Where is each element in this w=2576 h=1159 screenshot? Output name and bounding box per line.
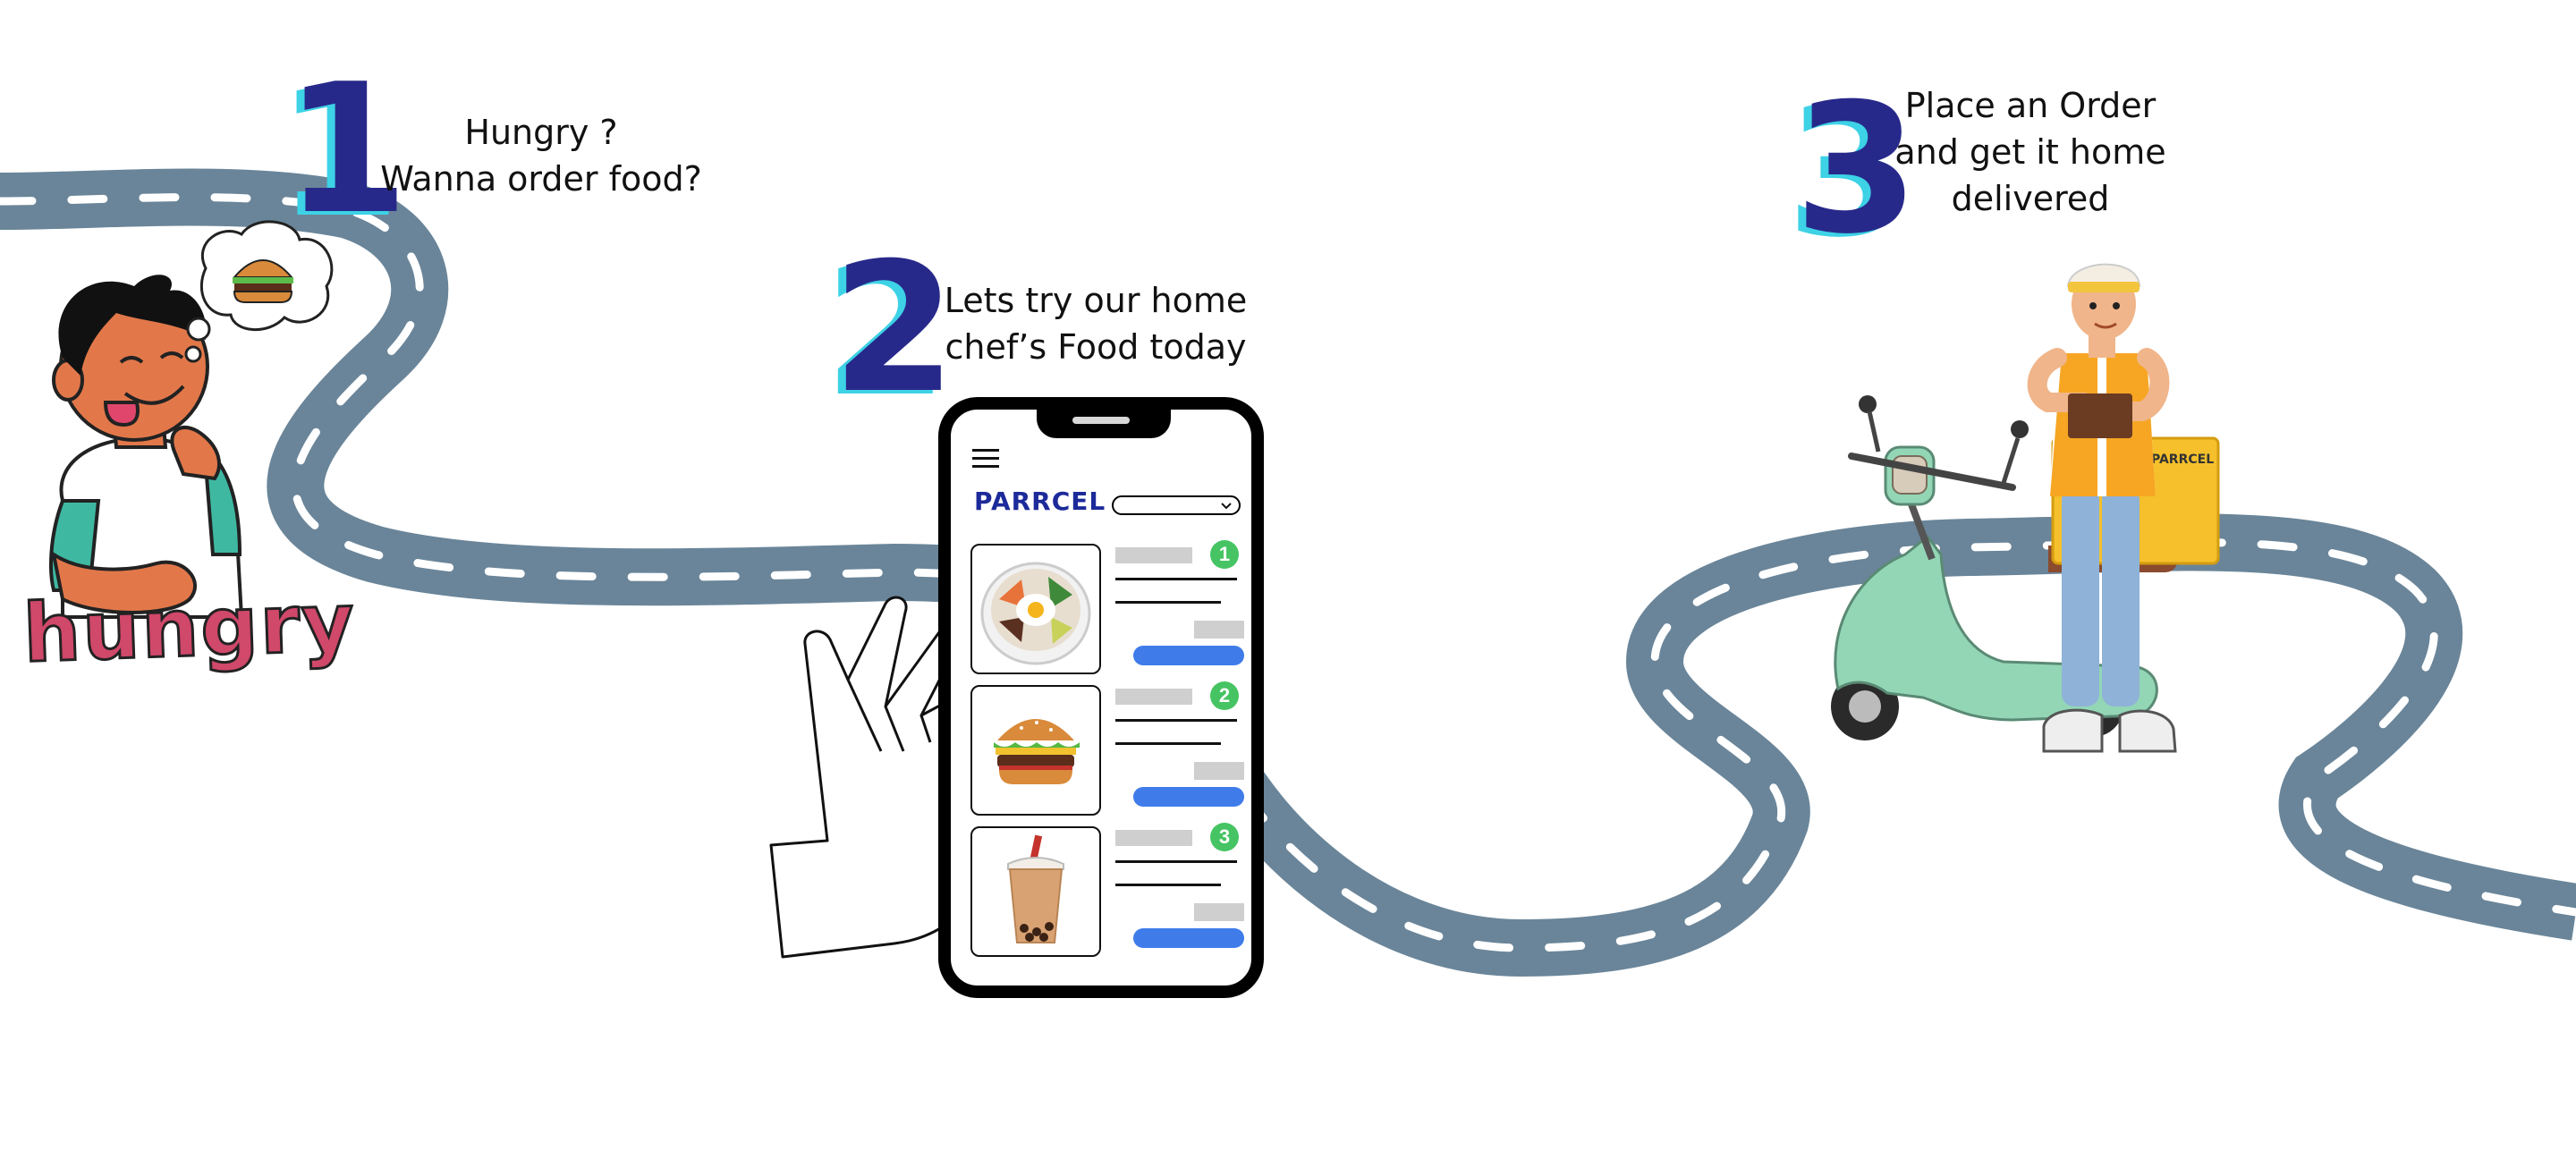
item-text-line bbox=[1115, 601, 1221, 604]
step-2-number: 2 bbox=[832, 224, 957, 433]
food-card-bibimbap[interactable] bbox=[970, 544, 1101, 674]
phone-speaker bbox=[1072, 417, 1130, 424]
step-3-text: Place an Order and get it home delivered bbox=[1887, 82, 2174, 222]
item-price-placeholder bbox=[1194, 621, 1244, 639]
item-badge-3: 3 bbox=[1210, 823, 1239, 851]
order-button-3[interactable] bbox=[1133, 928, 1244, 948]
delivery-man-icon bbox=[2027, 263, 2177, 753]
bibimbap-bowl-icon bbox=[980, 562, 1091, 665]
app-dropdown[interactable] bbox=[1112, 495, 1241, 515]
step-3-line-1: Place an Order bbox=[1904, 86, 2157, 125]
order-button-1[interactable] bbox=[1133, 646, 1244, 665]
chevron-down-icon bbox=[1221, 503, 1232, 510]
hungry-character bbox=[49, 220, 334, 619]
road bbox=[0, 168, 2576, 977]
order-button-2[interactable] bbox=[1133, 787, 1244, 807]
step-1-text: Hungry ? Wanna order food? bbox=[376, 109, 707, 202]
hamburger-menu-icon[interactable] bbox=[972, 449, 999, 470]
burger-icon bbox=[994, 719, 1080, 784]
phone-notch bbox=[1037, 408, 1171, 438]
step-3-line-3: delivered bbox=[1951, 179, 2110, 218]
phone-mockup: PARRCEL 1 2 bbox=[938, 397, 1264, 998]
hungry-label: hungry bbox=[21, 574, 359, 682]
item-text-line bbox=[1115, 884, 1221, 886]
item-text-line bbox=[1115, 578, 1237, 580]
app-brand: PARRCEL bbox=[974, 486, 1106, 516]
item-price-placeholder bbox=[1194, 762, 1244, 780]
step-1-line-2: Wanna order food? bbox=[380, 159, 702, 199]
step-3-line-2: and get it home bbox=[1894, 132, 2166, 172]
step-2-line-2: chef’s Food today bbox=[945, 327, 1247, 367]
item-title-placeholder bbox=[1115, 830, 1192, 846]
step-1-line-1: Hungry ? bbox=[464, 113, 618, 152]
item-price-placeholder bbox=[1194, 903, 1244, 921]
item-text-line bbox=[1115, 742, 1221, 745]
item-badge-1: 1 bbox=[1210, 540, 1239, 569]
item-badge-2: 2 bbox=[1210, 681, 1239, 710]
food-card-bubble-tea[interactable] bbox=[970, 826, 1101, 957]
thought-burger-icon bbox=[232, 259, 294, 303]
step-3-number: 3 bbox=[1794, 65, 1919, 274]
delivery-box-label: PARRCEL bbox=[2151, 453, 2214, 467]
bubble-tea-icon bbox=[1007, 834, 1064, 943]
food-card-burger[interactable] bbox=[970, 685, 1101, 816]
item-text-line bbox=[1115, 860, 1237, 863]
item-title-placeholder bbox=[1115, 547, 1192, 563]
item-title-placeholder bbox=[1115, 689, 1192, 705]
step-2-text: Lets try our home chef’s Food today bbox=[939, 277, 1252, 370]
step-2-line-1: Lets try our home bbox=[944, 281, 1248, 320]
item-text-line bbox=[1115, 719, 1237, 722]
step-1-number: 1 bbox=[284, 46, 410, 254]
